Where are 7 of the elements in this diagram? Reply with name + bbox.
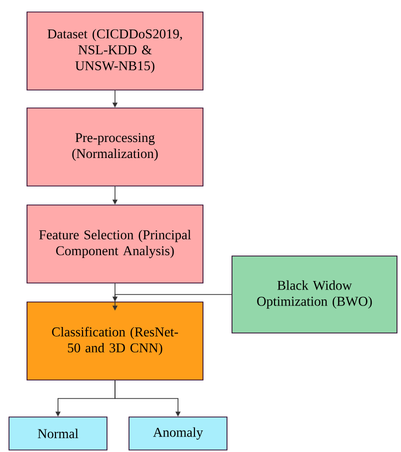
output-box: Normal xyxy=(8,416,108,450)
process-box: Pre-processing (Normalization) xyxy=(26,108,204,186)
output-box: Anomaly xyxy=(128,416,228,450)
classifier-box: Classification (ResNet-50 and 3D CNN) xyxy=(26,302,204,380)
process-box: Dataset (CICDDoS2019, NSL-KDD & UNSW-NB15) xyxy=(26,12,204,90)
optimizer-box: Black Widow Optimization (BWO) xyxy=(232,256,398,334)
process-box: Feature Selection (Principal Component Analysis) xyxy=(26,204,204,284)
